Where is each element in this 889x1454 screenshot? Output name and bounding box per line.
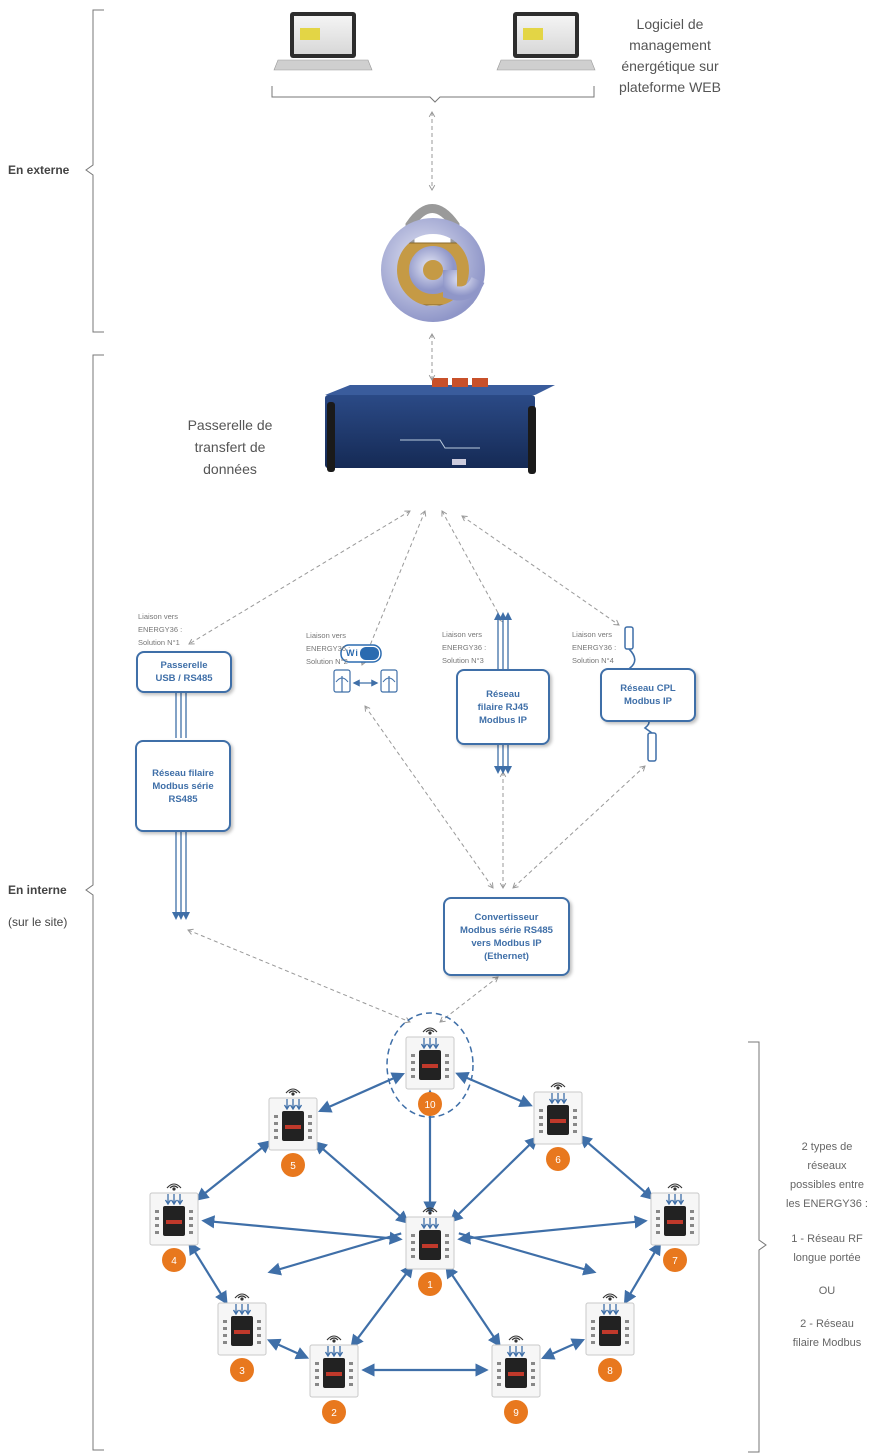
mesh-link [455,1071,533,1108]
mesh-link [317,1072,406,1113]
mesh-link [267,1232,402,1276]
mesh-link [623,1241,662,1305]
internal-bracket [85,354,104,1451]
energy36-node-7: 7 [650,1183,700,1272]
solution-4-caption: Liaison vers ENERGY36 : Solution N°4 [572,630,617,665]
node-badge [418,1092,442,1116]
section-label-external: En externe [8,163,70,177]
mesh-link [540,1338,586,1360]
mesh-link [350,1263,414,1349]
networks-bracket [748,1041,767,1453]
gateway-device-icon [325,378,555,474]
node-badge-label: 1 [427,1280,433,1291]
internet-lock-icon [381,204,485,322]
node-badge-label: 10 [424,1100,436,1111]
wifi-antenna-icon [380,669,398,693]
node-badge-label: 9 [513,1408,519,1419]
mesh-link [445,1264,501,1348]
node-badge [162,1248,186,1272]
mesh-link [457,1215,648,1245]
wifi-logo-text: Wi Fi [346,648,373,658]
mesh-link [578,1134,655,1201]
rs485-network-box: Réseau filaire Modbus série RS485 [135,740,231,832]
energy36-node-4: 4 [149,1183,199,1272]
node-badge [663,1248,687,1272]
wifi-logo-icon [340,644,382,663]
laptops-bracket [271,86,595,103]
solution-3-caption: Liaison vers ENERGY36 : Solution N°3 [442,630,487,665]
cpl-network-box: Réseau CPL Modbus IP [600,668,696,722]
networks-caption: 2 types de réseaux possibles entre les E… [786,1141,868,1349]
energy36-node-10: 10 [405,1027,455,1116]
node-badge-label: 5 [290,1161,296,1172]
section-sublabel-internal: (sur le site) [8,915,68,929]
node-badge-label: 8 [607,1366,613,1377]
rj45-network-box: Réseau filaire RJ45 Modbus IP [456,669,550,745]
mesh-link [201,1215,403,1245]
node-badge [546,1147,570,1171]
node-badge [230,1358,254,1382]
node-badge-label: 6 [555,1155,561,1166]
laptop-icon [496,12,596,71]
laptop-icon [273,12,373,71]
gateway-caption: Passerelle de transfert de données [187,417,273,477]
energy36-node-9: 9 [491,1335,541,1424]
node-badge-label: 2 [331,1408,337,1419]
node-badge-label: 7 [672,1256,678,1267]
energy36-node-8: 8 [585,1293,635,1382]
converter-box: Convertisseur Modbus série RS485 vers Mo… [443,897,570,976]
energy36-node-2: 2 [309,1335,359,1424]
energy36-node-5: 5 [268,1088,318,1177]
node-badge [418,1272,442,1296]
mesh-link [195,1140,272,1201]
energy36-node-1: 1 [405,1207,455,1296]
node-badge [504,1400,528,1424]
mesh-link [188,1241,228,1305]
node-badge [281,1153,305,1177]
mesh-link [458,1232,597,1276]
energy36-node-6: 6 [533,1082,583,1171]
mesh-link [449,1136,539,1223]
solution-2-caption: Liaison vers ENERGY36 : Solution N°2 [306,631,351,666]
external-bracket [85,9,104,333]
node-badge [322,1400,346,1424]
energy36-node-3: 3 [217,1293,267,1382]
usb-rs485-gateway-box: Passerelle USB / RS485 [136,651,232,693]
wifi-antenna-icon [333,669,351,693]
node-badge-label: 4 [171,1256,177,1267]
section-label-internal: En interne [8,883,67,897]
node-badge-label: 3 [239,1366,245,1377]
mesh-link [266,1338,310,1360]
software-caption: Logiciel de management énergétique sur p… [619,16,721,95]
node-badge [598,1358,622,1382]
solution-1-caption: Liaison vers ENERGY36 : Solution N°1 [138,612,183,647]
mesh-link [313,1140,410,1225]
